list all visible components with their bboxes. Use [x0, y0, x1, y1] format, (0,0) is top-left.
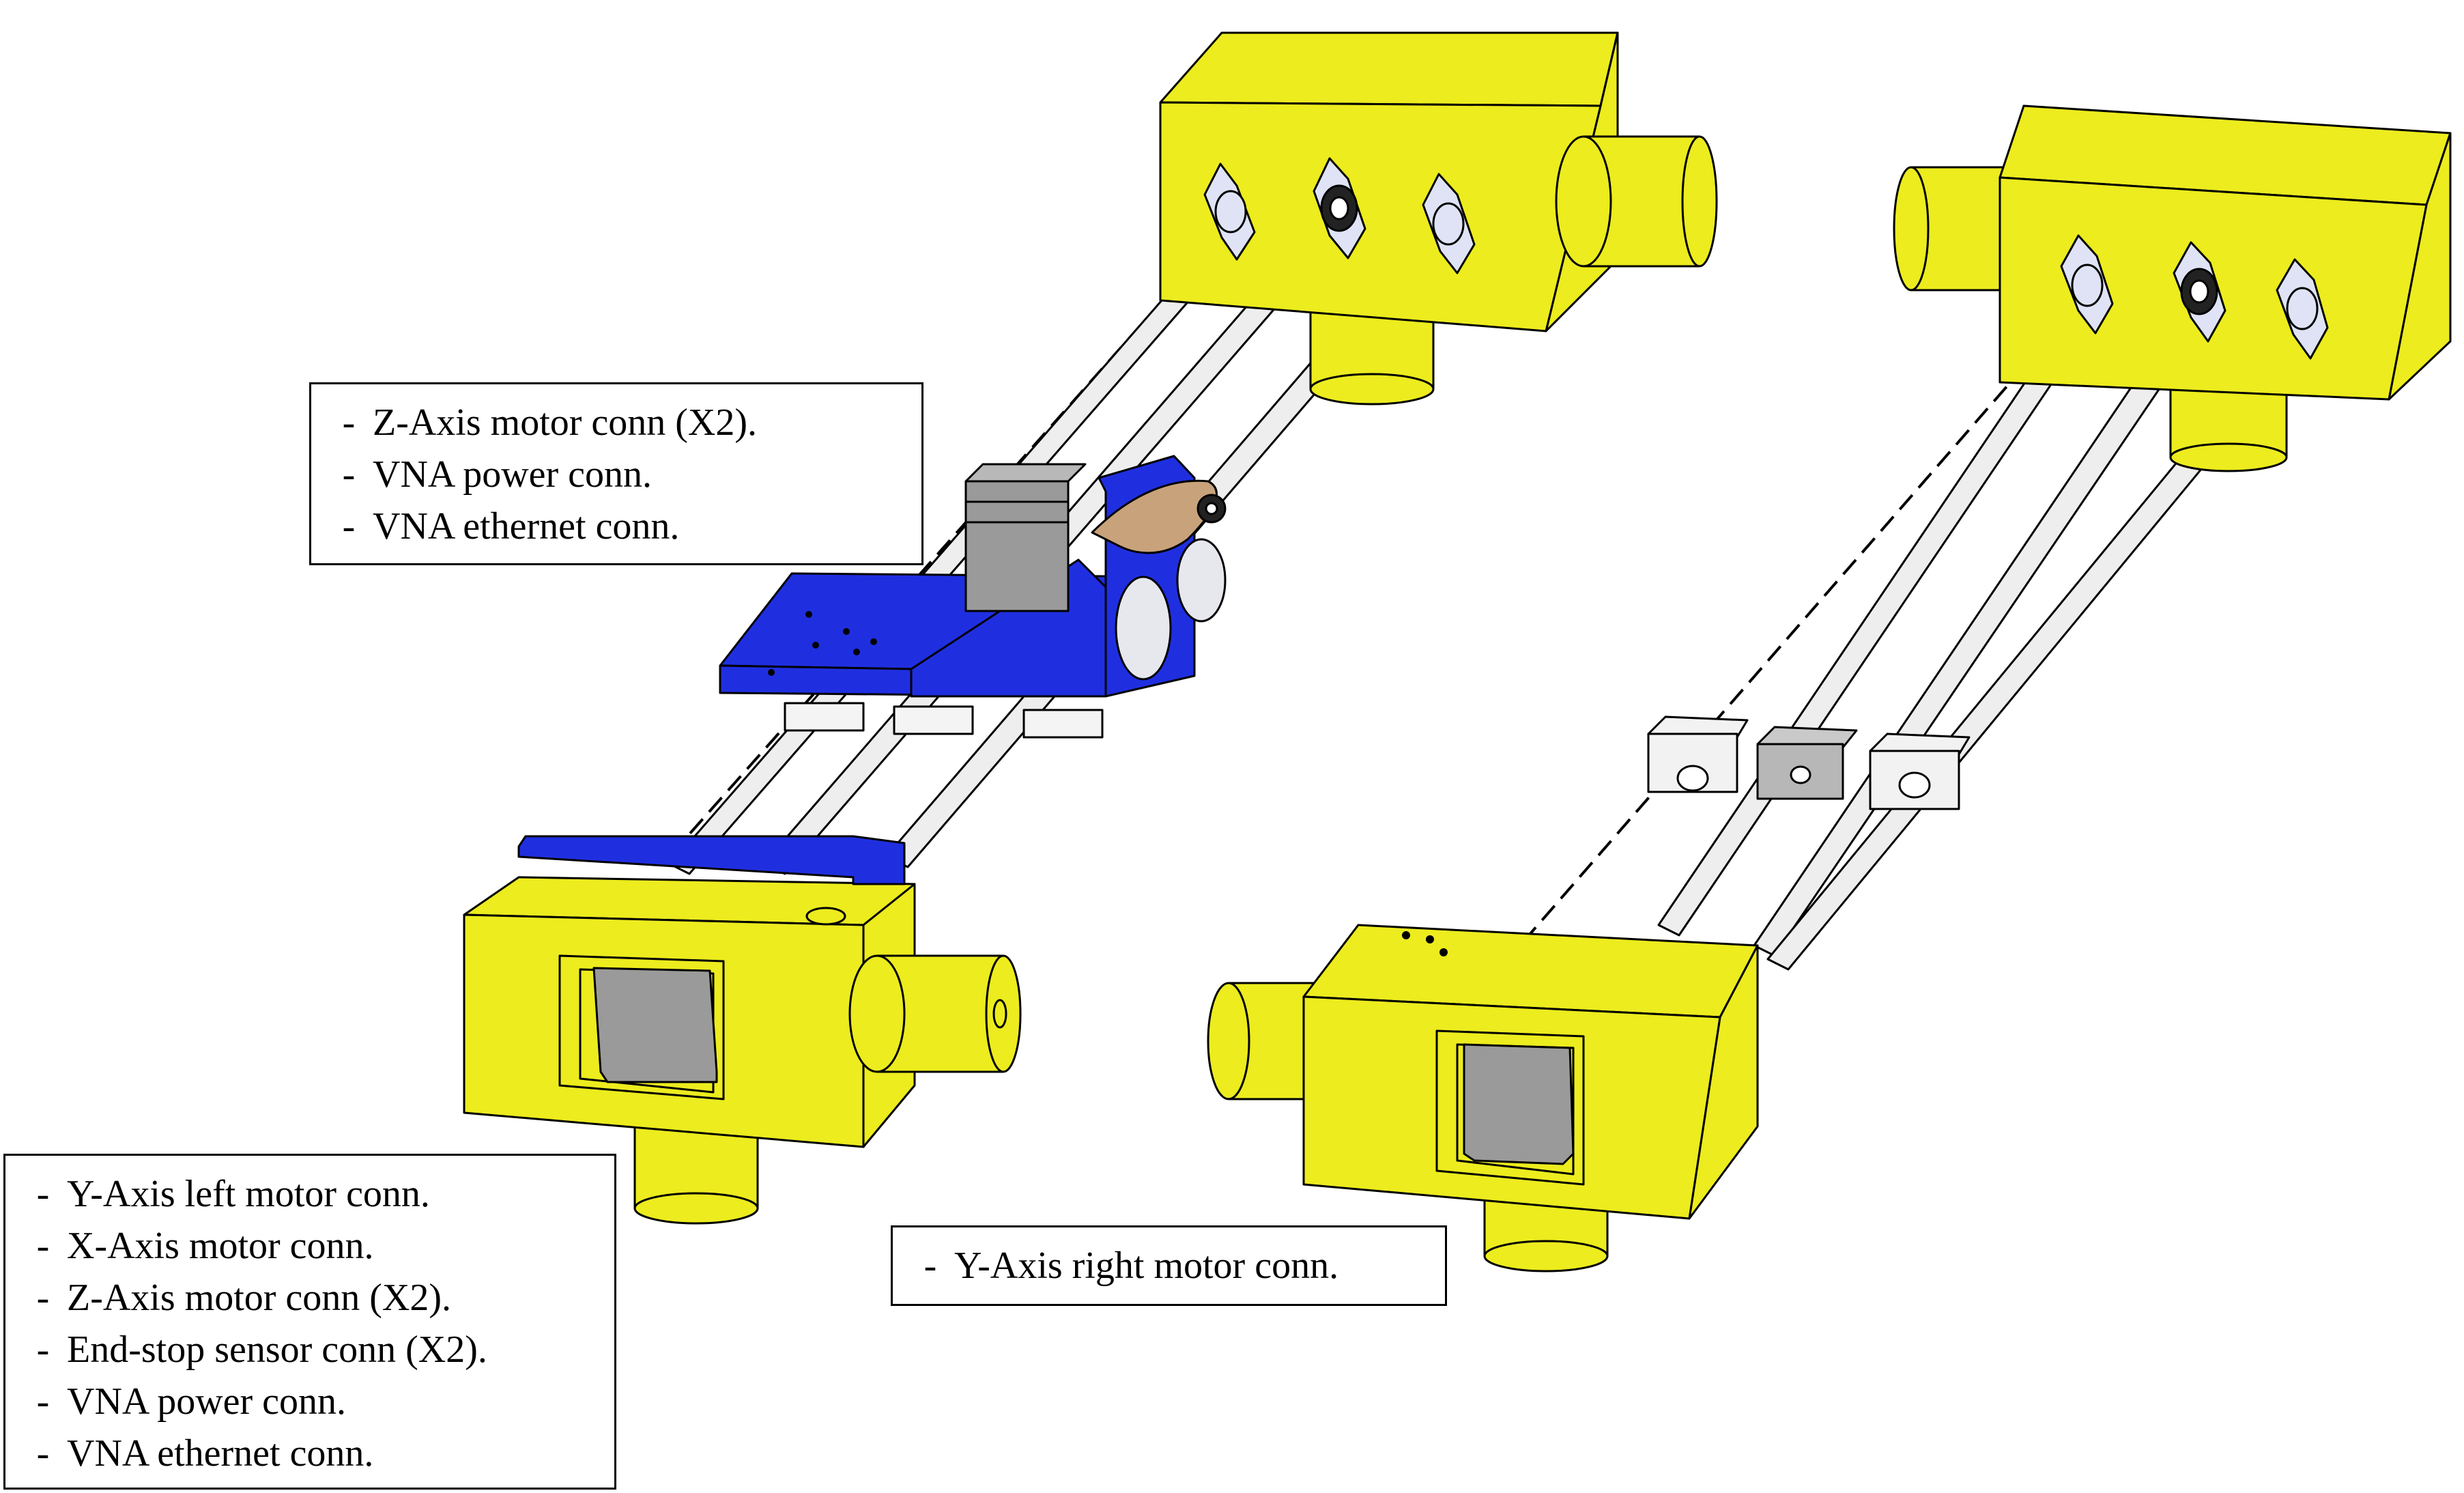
- bullet-dash: -: [36, 1328, 50, 1371]
- callout-item: -Y-Axis left motor conn.: [19, 1168, 614, 1220]
- callout-text: VNA ethernet conn.: [373, 505, 680, 548]
- callout-item: -VNA ethernet conn.: [325, 500, 921, 552]
- bullet-dash: -: [36, 1277, 50, 1319]
- right-carriage-blocks: [1647, 715, 1971, 810]
- callout-text: Z-Axis motor conn (X2).: [373, 401, 758, 444]
- bullet-dash: -: [342, 505, 356, 548]
- right-far-housing: [1893, 104, 2452, 472]
- y-axis-left-motor: [592, 967, 718, 1083]
- bullet-dash: -: [36, 1173, 50, 1215]
- callout-text: X-Axis motor conn.: [67, 1225, 374, 1267]
- right-near-housing: [1207, 924, 1759, 1272]
- callout-item: -VNA power conn.: [19, 1376, 614, 1427]
- callout-text: Z-Axis motor conn (X2).: [67, 1277, 452, 1319]
- callout-text: VNA ethernet conn.: [67, 1432, 374, 1475]
- bullet-dash: -: [36, 1432, 50, 1475]
- bullet-dash: -: [923, 1245, 937, 1287]
- bullet-dash: -: [36, 1225, 50, 1267]
- callout-right-list: -Y-Axis right motor conn.: [906, 1240, 1445, 1292]
- callout-z-axis: -Z-Axis motor conn (X2). -VNA power conn…: [309, 382, 923, 565]
- callout-text: VNA power conn.: [67, 1380, 347, 1423]
- callout-item: -VNA ethernet conn.: [19, 1427, 614, 1479]
- callout-z-axis-list: -Z-Axis motor conn (X2). -VNA power conn…: [325, 397, 921, 552]
- z-axis-carriage: [719, 455, 1227, 739]
- callout-text: Y-Axis right motor conn.: [954, 1245, 1339, 1287]
- bullet-dash: -: [342, 453, 356, 496]
- callout-item: -X-Axis motor conn.: [19, 1220, 614, 1272]
- callout-text: Y-Axis left motor conn.: [67, 1173, 430, 1215]
- callout-item: -Z-Axis motor conn (X2).: [325, 397, 921, 449]
- callout-left-list: -Y-Axis left motor conn. -X-Axis motor c…: [19, 1168, 614, 1479]
- y-axis-right-motor: [1463, 1043, 1575, 1165]
- bullet-dash: -: [342, 401, 356, 444]
- callout-right-motor: -Y-Axis right motor conn.: [891, 1225, 1447, 1306]
- callout-item: -VNA power conn.: [325, 449, 921, 500]
- callout-item: -Z-Axis motor conn (X2).: [19, 1272, 614, 1324]
- callout-text: End-stop sensor conn (X2).: [67, 1328, 487, 1371]
- left-far-housing: [1159, 31, 1718, 406]
- end-stop-bracket: [517, 835, 906, 885]
- left-near-housing: [463, 835, 1022, 1225]
- callout-text: VNA power conn.: [373, 453, 653, 496]
- bullet-dash: -: [36, 1380, 50, 1423]
- callout-left-control: -Y-Axis left motor conn. -X-Axis motor c…: [3, 1154, 616, 1490]
- callout-item: -Y-Axis right motor conn.: [906, 1240, 1445, 1292]
- callout-item: -End-stop sensor conn (X2).: [19, 1324, 614, 1376]
